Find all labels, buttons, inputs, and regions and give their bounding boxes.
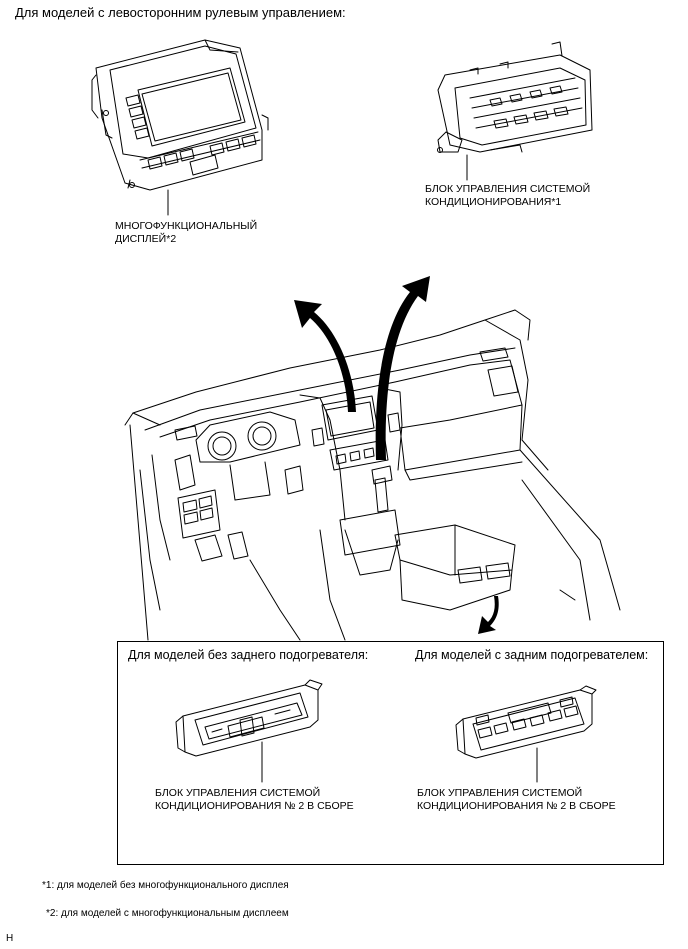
- removal-arrows: [294, 276, 499, 634]
- multi-display-label: МНОГОФУНКЦИОНАЛЬНЫЙ ДИСПЛЕЙ*2: [115, 220, 258, 245]
- ac-control-label: БЛОК УПРАВЛЕНИЯ СИСТЕМОЙ КОНДИЦИОНИРОВАН…: [425, 183, 591, 208]
- footnote-1: *1: для моделей без многофункционального…: [42, 880, 289, 891]
- rear-ac-panel-basic: [175, 679, 323, 757]
- arrow-right: [375, 276, 430, 460]
- dashboard-illustration: [124, 309, 621, 641]
- arrow-down: [478, 596, 499, 634]
- left-panel-label: БЛОК УПРАВЛЕНИЯ СИСТЕМОЙ КОНДИЦИОНИРОВАН…: [155, 787, 354, 812]
- footnote-2: *2: для моделей с многофункциональным ди…: [46, 908, 289, 919]
- right-panel-label: БЛОК УПРАВЛЕНИЯ СИСТЕМОЙ КОНДИЦИОНИРОВАН…: [417, 787, 616, 812]
- multi-function-display: [91, 39, 269, 191]
- corner-code: H: [6, 933, 14, 944]
- right-panel-heading: Для моделей с задним подогревателем:: [415, 648, 649, 662]
- left-panel-heading: Для моделей без заднего подогревателя:: [128, 648, 369, 662]
- arrow-left: [294, 300, 356, 412]
- ac-control-unit: [437, 41, 593, 153]
- rear-panel-frame: [117, 641, 664, 865]
- rear-ac-panel-heater: [455, 685, 597, 759]
- main-heading: Для моделей с левосторонним рулевым упра…: [15, 5, 346, 20]
